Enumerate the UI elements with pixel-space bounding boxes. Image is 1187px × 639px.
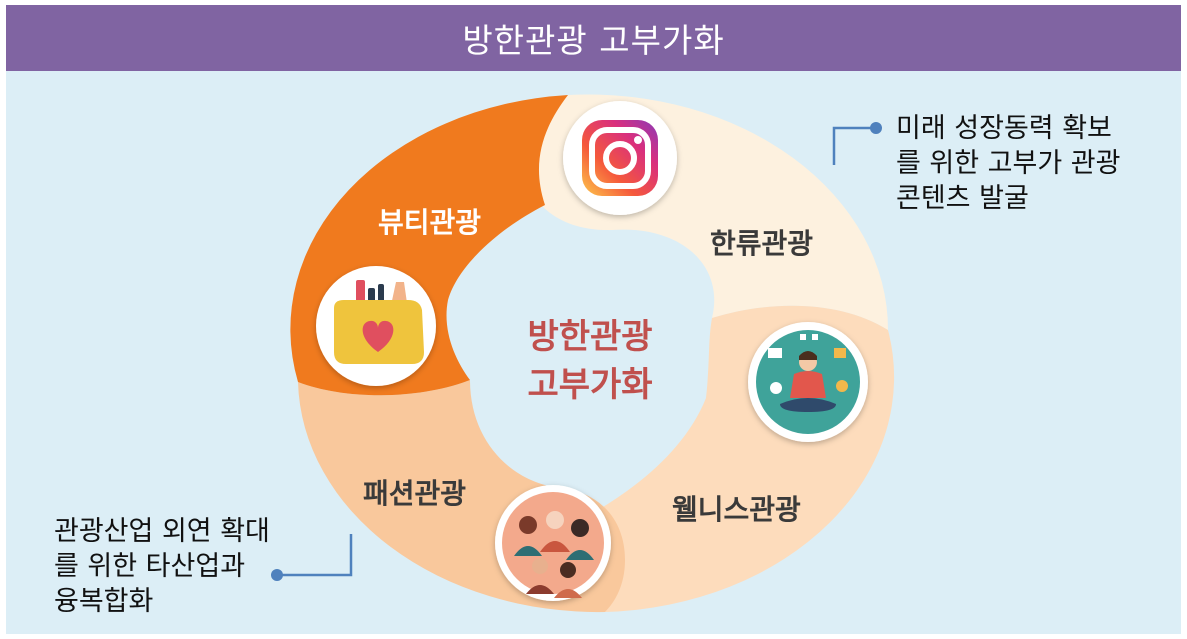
instagram-icon: [563, 101, 677, 215]
meditation-icon: [748, 322, 868, 442]
left-note-line-3: 융복합화: [54, 586, 154, 617]
cosmetics-bag-icon: [316, 266, 436, 386]
segment-label-beauty: 뷰티관광: [378, 206, 482, 239]
right-note-line-3: 콘텐츠 발굴: [896, 183, 1029, 214]
center-title-line-2: 고부가화: [527, 365, 653, 405]
center-title: 방한관광 고부가화: [470, 313, 710, 409]
right-note-line-1: 미래 성장동력 확보: [896, 113, 1112, 144]
right-note: 미래 성장동력 확보 를 위한 고부가 관광 콘텐츠 발굴: [896, 111, 1120, 216]
segment-label-fashion: 패션관광: [363, 477, 467, 510]
left-note-line-2: 를 위한 타산업과: [54, 551, 246, 582]
left-note: 관광산업 외연 확대 를 위한 타산업과 융복합화: [54, 514, 270, 619]
center-title-line-1: 방한관광: [527, 317, 653, 357]
crowd-people-icon: [495, 485, 611, 601]
segment-label-wellness: 웰니스관광: [672, 493, 801, 526]
header-bar: 방한관광 고부가화: [6, 5, 1181, 71]
segment-label-hallyu: 한류관광: [710, 227, 814, 260]
left-note-connector: [271, 534, 353, 581]
right-note-connector: [832, 122, 882, 165]
left-note-line-1: 관광산업 외연 확대: [54, 516, 270, 547]
right-note-line-2: 를 위한 고부가 관광: [896, 148, 1121, 179]
page-title: 방한관광 고부가화: [462, 21, 725, 60]
